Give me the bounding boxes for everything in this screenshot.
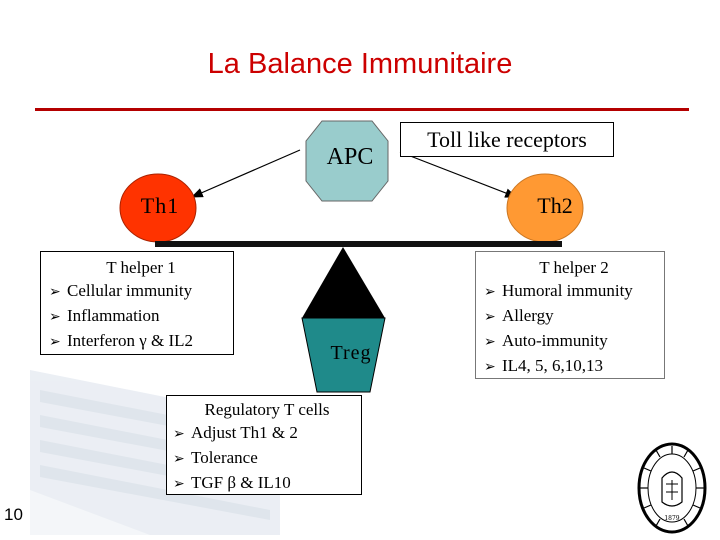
apc-to-th1-arrow xyxy=(190,149,301,198)
bullet-arrow-icon: ➢ xyxy=(173,476,185,492)
regulatory-t-cells-box: Regulatory T cells ➢Adjust Th1 & 2 ➢Tole… xyxy=(166,395,362,495)
list-item: ➢Tolerance xyxy=(173,446,361,471)
list-item: ➢Inflammation xyxy=(49,304,233,329)
t-helper-1-title: T helper 1 xyxy=(106,258,176,277)
fulcrum-triangle xyxy=(302,247,385,318)
regulatory-t-cells-title: Regulatory T cells xyxy=(204,400,330,419)
slide-title: La Balance Immunitaire xyxy=(207,48,513,80)
bullet-arrow-icon: ➢ xyxy=(484,334,496,350)
treg-label: Treg xyxy=(330,342,372,364)
t-helper-2-box: T helper 2 ➢Humoral immunity ➢Allergy ➢A… xyxy=(475,251,665,379)
list-item: ➢TGF β & IL10 xyxy=(173,471,361,496)
bullet-arrow-icon: ➢ xyxy=(484,309,496,325)
th1-label: Th1 xyxy=(140,193,180,218)
list-item: ➢Interferon γ & IL2 xyxy=(49,329,233,354)
bullet-arrow-icon: ➢ xyxy=(173,451,185,467)
apc-node xyxy=(305,120,389,202)
bullet-arrow-icon: ➢ xyxy=(49,309,61,325)
bullet-arrow-icon: ➢ xyxy=(49,334,61,350)
list-item: ➢Cellular immunity xyxy=(49,279,233,304)
list-item: ➢Humoral immunity xyxy=(484,279,664,304)
bullet-arrow-icon: ➢ xyxy=(49,284,61,300)
list-item: ➢Allergy xyxy=(484,304,664,329)
slide-number: 10 xyxy=(4,505,23,524)
bullet-arrow-icon: ➢ xyxy=(484,359,496,375)
treg-node xyxy=(301,317,386,393)
t-helper-1-box: T helper 1 ➢Cellular immunity ➢Inflammat… xyxy=(40,251,234,355)
university-seal-logo: 1879 xyxy=(637,442,707,534)
toll-like-receptors-box: Toll like receptors xyxy=(400,122,614,157)
apc-label: APC xyxy=(326,144,374,170)
toll-to-th2-arrow xyxy=(399,151,518,198)
bullet-arrow-icon: ➢ xyxy=(173,426,185,442)
balance-beam xyxy=(155,241,562,247)
list-item: ➢Adjust Th1 & 2 xyxy=(173,421,361,446)
th2-label: Th2 xyxy=(537,193,573,218)
bullet-arrow-icon: ➢ xyxy=(484,284,496,300)
list-item: ➢IL4, 5, 6,10,13 xyxy=(484,354,664,379)
svg-text:1879: 1879 xyxy=(664,515,679,522)
title-divider xyxy=(35,108,689,111)
list-item: ➢Auto-immunity xyxy=(484,329,664,354)
t-helper-2-title: T helper 2 xyxy=(539,258,609,277)
